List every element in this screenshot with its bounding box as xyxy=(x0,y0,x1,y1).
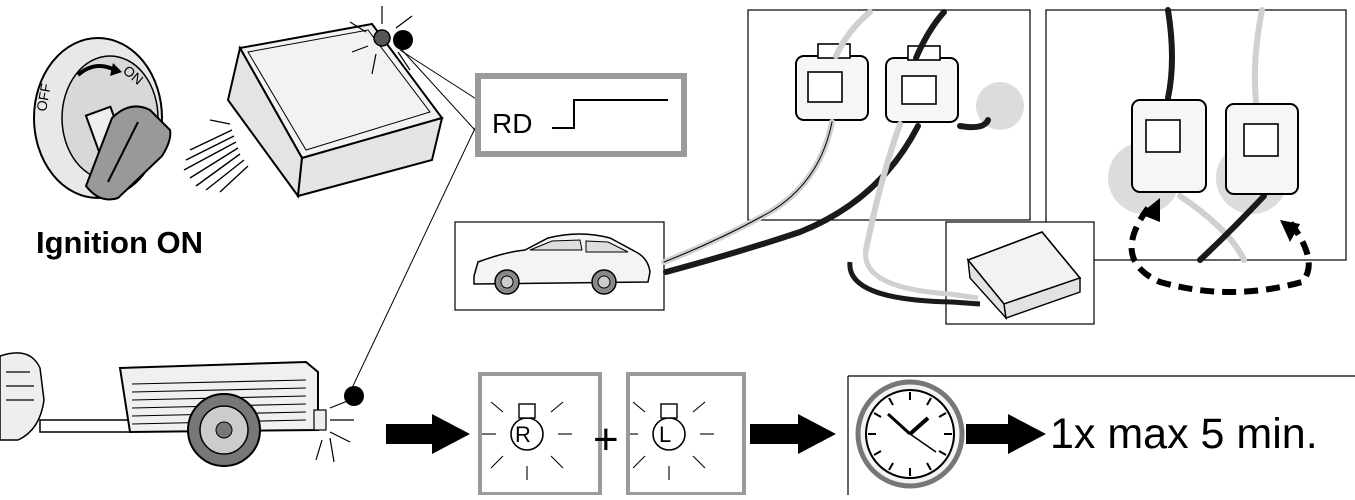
control-module-small xyxy=(847,221,1095,325)
arrow-right-icon xyxy=(750,414,836,454)
wiring-panel-crossover xyxy=(1045,7,1347,295)
control-module-top xyxy=(183,6,444,199)
crossover-arrow-icon xyxy=(1128,206,1312,295)
time-limit-label: 1x max 5 min. xyxy=(1050,410,1318,458)
bulb-right-label: R xyxy=(515,422,531,447)
rd-signal-box xyxy=(475,73,687,157)
arrow-right-icon xyxy=(386,414,470,454)
ignition-on-label: Ignition ON xyxy=(36,225,204,260)
plus-sign: + xyxy=(593,415,619,464)
arrow-right-icon xyxy=(966,414,1046,454)
turn-arrow-icon xyxy=(76,64,116,77)
trailer-drawbar xyxy=(39,419,131,433)
off-text: OFF xyxy=(33,82,54,112)
wiring-panel-connect xyxy=(661,9,1031,275)
car-rear-icon xyxy=(0,352,45,441)
bulb-left-panel xyxy=(626,372,746,496)
key-icon xyxy=(84,105,172,201)
turn-arrow-head-icon xyxy=(110,63,122,76)
trailer xyxy=(0,352,364,467)
bulb-right-panel xyxy=(478,372,602,496)
car-panel xyxy=(454,221,665,311)
clock-panel xyxy=(847,375,1355,495)
sequence-arrows xyxy=(386,414,1046,454)
rd-signal-waveform xyxy=(552,99,668,129)
ignition-switch: ON OFF xyxy=(33,37,172,201)
rd-label: RD xyxy=(492,108,533,139)
trailer-led-icon xyxy=(344,386,364,406)
callout-lines xyxy=(351,49,485,389)
bulb-left-label: L xyxy=(659,422,672,447)
